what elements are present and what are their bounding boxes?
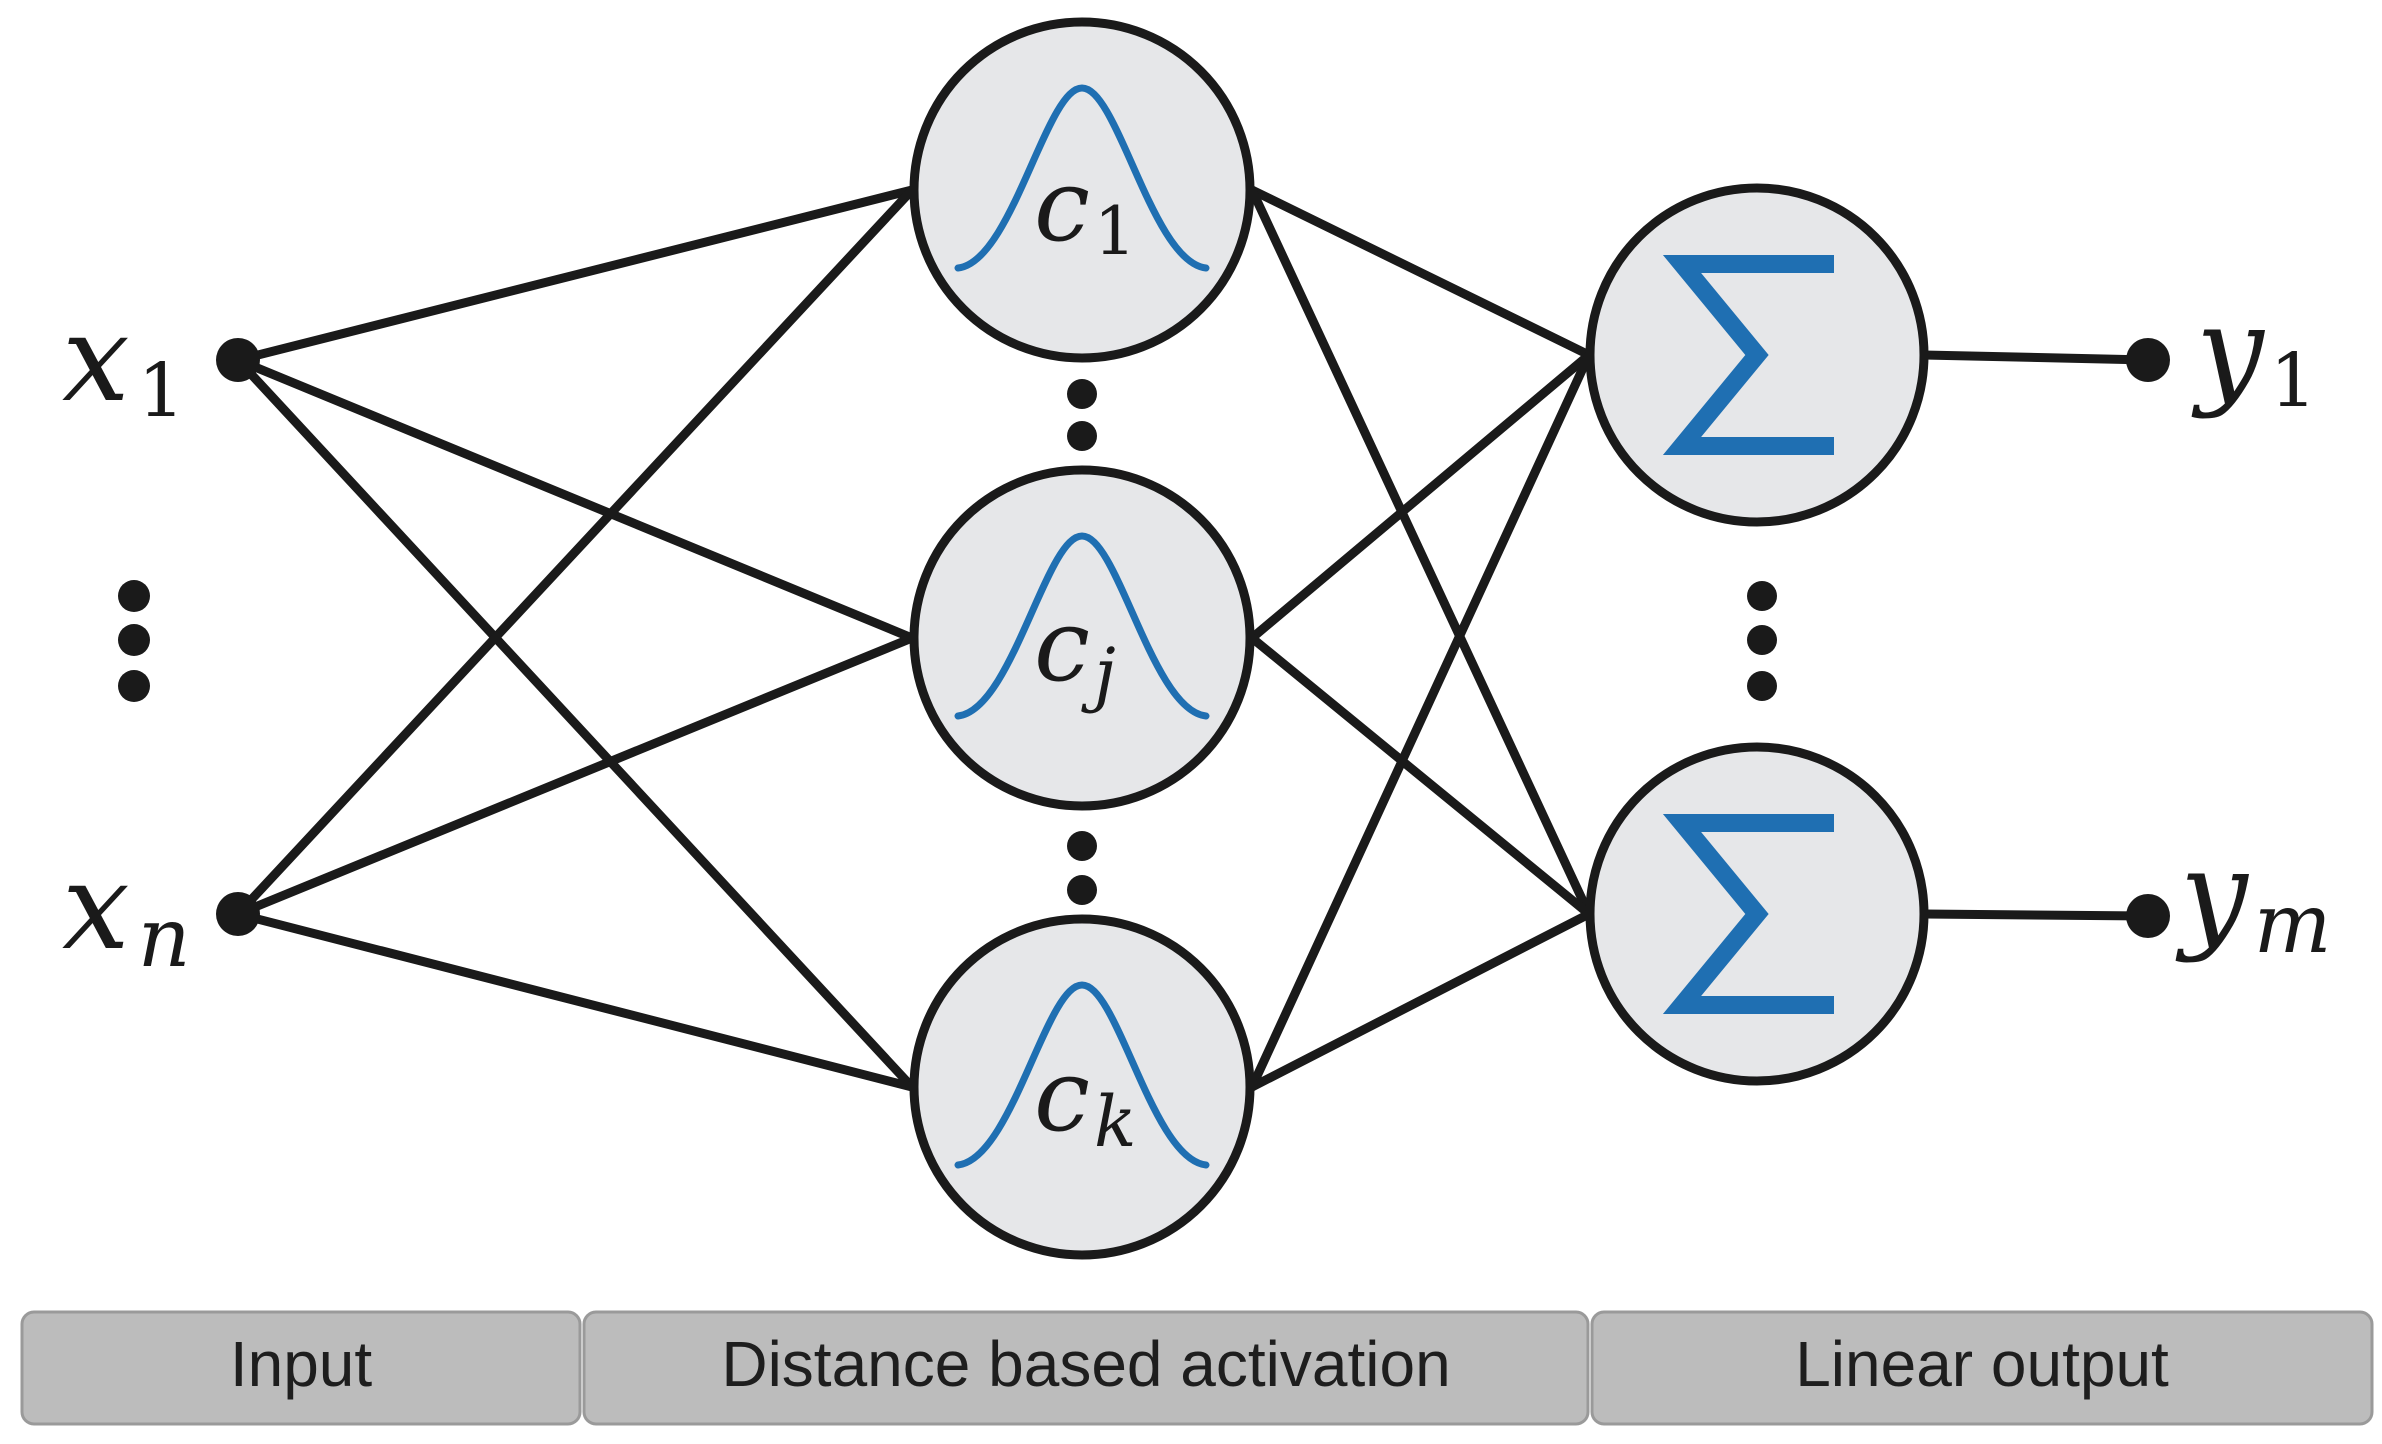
edge-c1-s1 bbox=[1247, 185, 1594, 360]
gaussian-curve-icon bbox=[954, 532, 1210, 720]
rbf-node-cj: cj bbox=[909, 465, 1255, 811]
input-node-x1 bbox=[216, 338, 260, 382]
hidden-layer: c1 cj ck bbox=[909, 17, 1255, 1260]
edge-x1-cj bbox=[233, 355, 917, 643]
svg-text:Distance based activation: Distance based activation bbox=[721, 1328, 1450, 1400]
edge-ck-sm bbox=[1247, 909, 1594, 1092]
svg-text:cj: cj bbox=[1034, 587, 1116, 715]
band-activation: Distance based activation bbox=[582, 1310, 1590, 1426]
edge-c1-sm bbox=[1247, 185, 1594, 919]
output-layer: y1 ym bbox=[1585, 183, 2332, 1086]
output-label-y1: y1 bbox=[2191, 282, 2317, 424]
hidden-ellipsis-upper bbox=[1067, 379, 1097, 451]
rbf-node-c1: c1 bbox=[909, 17, 1255, 363]
edge-ck-s1 bbox=[1247, 350, 1594, 1092]
edge-s1-y1 bbox=[1919, 350, 2153, 365]
output-node-ym bbox=[2126, 894, 2170, 938]
edge-cj-s1 bbox=[1247, 350, 1594, 643]
edge-cj-sm bbox=[1247, 633, 1594, 919]
layer-bands: Input Distance based activation Linear o… bbox=[20, 1310, 2374, 1426]
hidden-output-connections bbox=[1247, 185, 1594, 1092]
edge-xn-cj bbox=[233, 633, 917, 919]
edge-x1-ck bbox=[233, 355, 917, 1092]
band-output: Linear output bbox=[1590, 1310, 2374, 1426]
edge-xn-c1 bbox=[233, 185, 917, 919]
output-node-y1 bbox=[2126, 338, 2170, 382]
output-ellipsis bbox=[1747, 581, 1777, 701]
edge-x1-c1 bbox=[233, 185, 917, 365]
svg-text:ck: ck bbox=[1034, 1037, 1136, 1163]
output-label-ym: ym bbox=[2175, 826, 2332, 972]
output-connections bbox=[1919, 350, 2153, 921]
input-hidden-connections bbox=[233, 185, 917, 1092]
sum-node-1 bbox=[1585, 183, 1929, 527]
gaussian-curve-icon bbox=[954, 981, 1210, 1169]
sum-node-m bbox=[1585, 742, 1929, 1086]
gaussian-curve-icon bbox=[954, 84, 1210, 272]
input-ellipsis bbox=[118, 580, 150, 702]
edge-sm-ym bbox=[1919, 909, 2153, 921]
svg-text:c1: c1 bbox=[1034, 147, 1136, 270]
sigma-icon bbox=[1662, 255, 1834, 455]
svg-text:Input: Input bbox=[230, 1328, 373, 1400]
input-node-xn bbox=[216, 892, 260, 936]
rbf-node-ck: ck bbox=[909, 914, 1255, 1260]
hidden-ellipsis-lower bbox=[1067, 831, 1097, 905]
sigma-icon bbox=[1662, 814, 1834, 1014]
svg-text:Linear output: Linear output bbox=[1795, 1328, 2169, 1400]
input-label-xn: xn bbox=[62, 838, 191, 986]
band-input: Input bbox=[20, 1310, 582, 1426]
edge-xn-ck bbox=[233, 909, 917, 1092]
